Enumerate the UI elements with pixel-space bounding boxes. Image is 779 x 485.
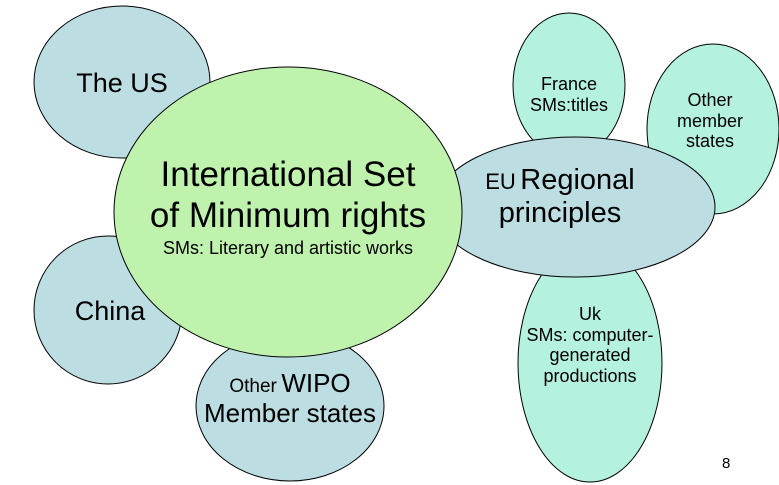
uk-line1: Uk bbox=[579, 304, 601, 324]
france-line1: France bbox=[540, 74, 598, 94]
other-member-line3: states bbox=[685, 131, 735, 152]
eu-main: Regional bbox=[520, 164, 635, 196]
france-label: France SMs:titles bbox=[513, 74, 625, 115]
page-number: 8 bbox=[722, 455, 731, 472]
center-line2: of Minimum rights bbox=[149, 196, 427, 236]
france-line2: SMs:titles bbox=[529, 94, 608, 115]
wipo-line1: Other WIPO bbox=[196, 368, 384, 399]
eu-label: EU Regional principles bbox=[462, 164, 658, 231]
us-label: The US bbox=[76, 68, 168, 98]
wipo-label: Other WIPO Member states bbox=[196, 368, 384, 429]
uk-line2: SMs: computer- bbox=[526, 324, 654, 345]
eu-prefix: EU bbox=[485, 169, 516, 194]
wipo-prefix: Other bbox=[229, 376, 277, 397]
other-member-line1: Other bbox=[687, 90, 733, 110]
other-member-label: Other member states bbox=[655, 90, 765, 152]
wipo-line2: Member states bbox=[204, 397, 376, 428]
center-label: International Set of Minimum rights SMs:… bbox=[114, 154, 462, 258]
center-line3: SMs: Literary and artistic works bbox=[162, 237, 414, 258]
eu-line2: principles bbox=[498, 197, 622, 230]
uk-label: Uk SMs: computer- generated productions bbox=[510, 304, 670, 387]
wipo-main: WIPO bbox=[281, 368, 351, 398]
center-line1: International Set bbox=[160, 155, 416, 194]
eu-line1: EU Regional bbox=[462, 164, 658, 197]
center-bubble bbox=[113, 66, 463, 358]
other-member-line2: member bbox=[676, 110, 743, 131]
uk-line3: generated bbox=[549, 345, 631, 366]
uk-line4: productions bbox=[543, 366, 637, 387]
china-label: China bbox=[74, 296, 146, 326]
